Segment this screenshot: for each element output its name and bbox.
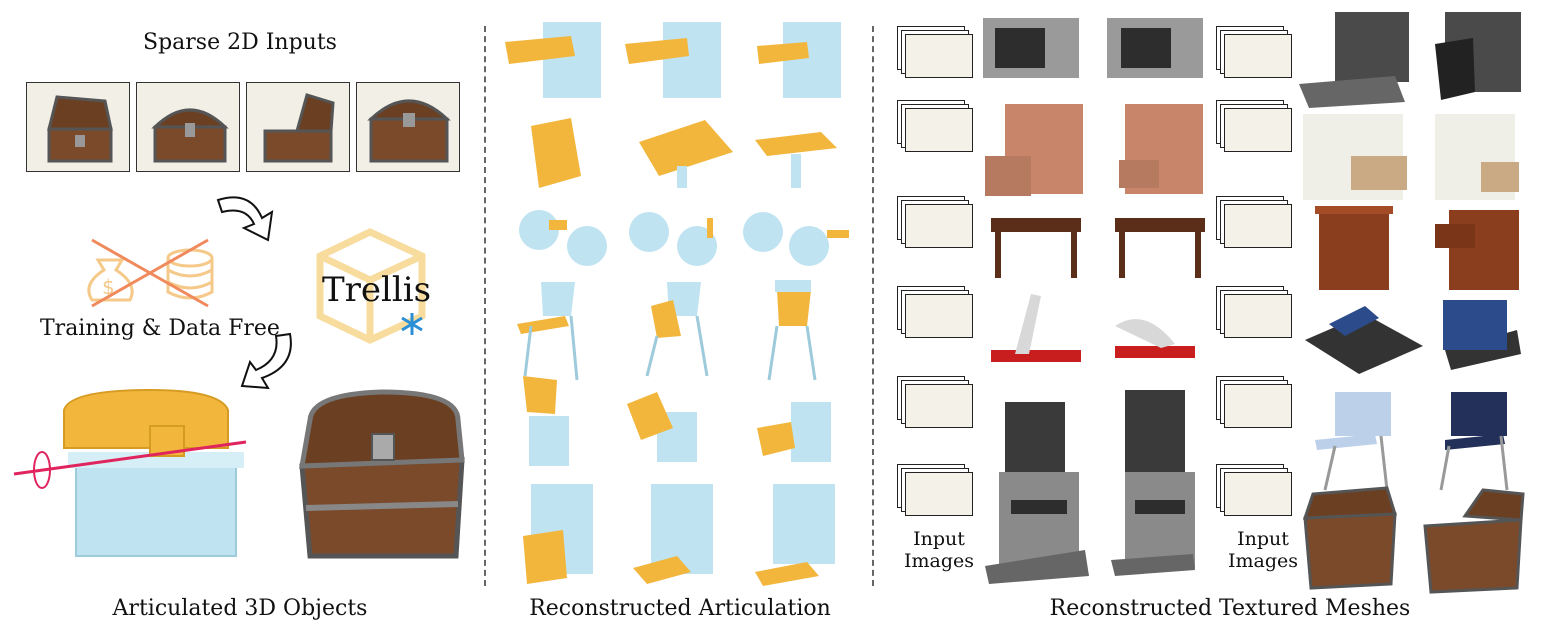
chair-row <box>517 280 817 381</box>
svg-text:$: $ <box>102 275 115 299</box>
trellis-cube-icon <box>316 228 426 344</box>
trellis-label: Trellis <box>322 270 432 310</box>
input-image-stack <box>1216 286 1296 342</box>
right-caption: Reconstructed Textured Meshes <box>1049 596 1411 621</box>
glasses-row <box>519 210 849 266</box>
divider <box>484 26 486 586</box>
textured-mesh-group <box>983 18 1205 584</box>
cabinet-drawer-row <box>505 22 841 98</box>
input-images-label: Input Images <box>1228 528 1299 572</box>
sparse-inputs-title: Sparse 2D Inputs <box>143 30 337 55</box>
input-images-label: Input Images <box>904 528 975 572</box>
money-bag-icon: $ <box>87 238 214 308</box>
training-data-free-label: Training & Data Free <box>40 316 280 341</box>
input-image-stack <box>1216 26 1296 82</box>
input-image-stack <box>897 286 977 342</box>
textured-chest-model <box>299 389 465 559</box>
dispenser-row <box>523 376 831 466</box>
input-image-stack <box>897 26 977 82</box>
input-thumbnail <box>246 82 350 172</box>
input-thumbnail <box>26 82 130 172</box>
chest-image <box>367 99 451 163</box>
input-thumbnails <box>26 82 466 172</box>
chest-image <box>47 95 113 163</box>
curved-arrow-icon <box>216 196 274 242</box>
input-image-stack <box>1216 100 1296 156</box>
chest-image <box>263 93 335 163</box>
curved-arrow-icon <box>240 332 292 390</box>
snowflake-icon <box>401 313 423 335</box>
articulated-chest-model <box>13 388 247 557</box>
chest-image <box>151 108 229 163</box>
input-thumbnail <box>356 82 460 172</box>
input-image-stack <box>897 196 977 252</box>
input-thumbnail <box>136 82 240 172</box>
input-image-stack <box>1216 376 1296 432</box>
articulation-grid <box>495 6 865 591</box>
middle-caption: Reconstructed Articulation <box>529 596 831 621</box>
database-icon <box>166 248 214 300</box>
input-image-stack <box>897 464 977 520</box>
textured-mesh-group <box>1299 12 1525 594</box>
input-image-stack <box>1216 196 1296 252</box>
stove-row <box>523 484 835 586</box>
divider <box>872 26 874 586</box>
left-caption: Articulated 3D Objects <box>112 596 368 621</box>
table-row <box>531 118 837 188</box>
input-image-stack <box>1216 464 1296 520</box>
input-image-stack <box>897 100 977 156</box>
input-image-stack <box>897 376 977 432</box>
